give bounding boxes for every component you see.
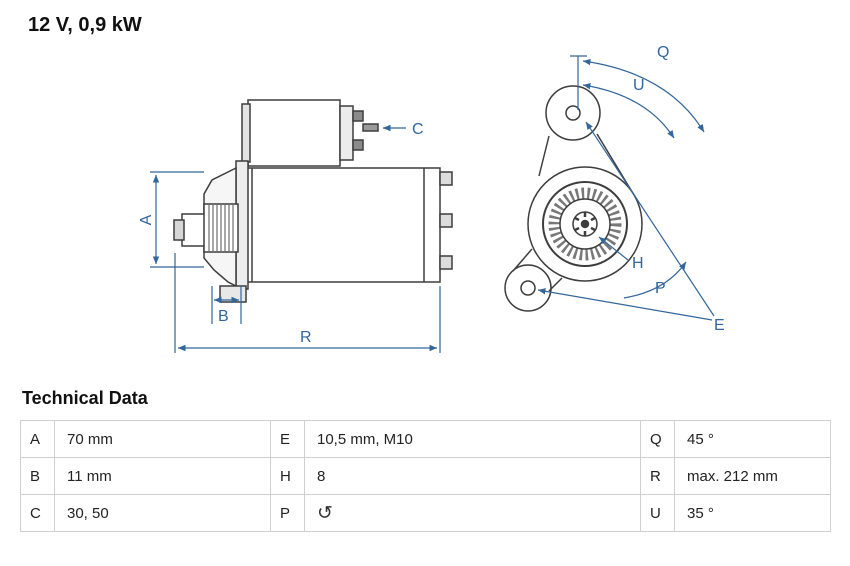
motor-body [239,167,441,283]
label-B: B [218,308,229,325]
label-C: C [412,121,424,138]
param-key-C: C [20,494,55,532]
param-value-C: 30, 50 [54,494,271,532]
bottom-mounting-hole [520,280,536,296]
param-key-R: R [640,457,675,495]
dimension-labels: A B C R Q U H P E [138,44,725,346]
side-view-drawing [173,99,453,303]
label-R: R [300,329,312,346]
front-view-drawing [504,85,643,312]
param-value-B: 11 mm [54,457,271,495]
param-value-A: 70 mm [54,420,271,458]
technical-drawing: A B C R Q U H P E [138,44,725,353]
page-title: 12 V, 0,9 kW [28,14,142,36]
center-hole [580,219,590,229]
param-key-B: B [20,457,55,495]
rear-tab-middle [439,213,453,228]
param-key-H: H [270,457,305,495]
technical-data-table: A 70 mm E 10,5 mm, M10 Q 45 ° B 11 mm H … [20,420,831,532]
param-value-P: ↺ [304,494,641,532]
terminal-stud-bottom [352,139,364,151]
table-row: C 30, 50 P ↺ U 35 ° [20,494,831,532]
hatched-ring [548,187,622,261]
label-Q: Q [657,44,669,61]
terminal-stud-top [352,110,364,122]
plate-edge-lower-right [548,277,563,292]
label-H: H [632,255,644,272]
pinion-gear [203,203,239,253]
rear-tab-top [439,171,453,186]
leader-E-bottom [537,288,713,321]
bore-splines [574,212,596,236]
table-row: A 70 mm E 10,5 mm, M10 Q 45 ° [20,420,831,458]
param-value-R: max. 212 mm [674,457,831,495]
terminal-pin [362,123,379,132]
param-key-E: E [270,420,305,458]
label-U: U [633,77,645,94]
table-row: B 11 mm H 8 R max. 212 mm [20,457,831,495]
param-key-U: U [640,494,675,532]
label-P: P [655,280,666,297]
leader-H [598,236,629,261]
dim-arc-Q [582,58,705,133]
dimension-lines [150,55,715,353]
param-value-E: 10,5 mm, M10 [304,420,641,458]
plate-edge-lower-left [512,248,533,272]
drive-shaft [181,213,207,247]
solenoid-front-cap [339,105,354,161]
param-value-Q: 45 ° [674,420,831,458]
solenoid-body [247,99,341,167]
param-key-Q: Q [640,420,675,458]
dim-arc-U [582,83,675,139]
rotation-direction-icon: ↺ [317,502,333,524]
label-A: A [138,214,155,225]
param-key-P: P [270,494,305,532]
table-title: Technical Data [22,388,148,408]
plate-edge-left [538,135,550,177]
rear-tab-bottom [439,255,453,270]
top-mounting-hole [565,105,581,121]
solenoid-end-cap [241,103,251,163]
param-key-A: A [20,420,55,458]
label-E: E [714,317,725,334]
param-value-H: 8 [304,457,641,495]
dim-arc-P [623,261,687,299]
leader-E-top [585,121,715,317]
param-value-U: 35 ° [674,494,831,532]
shaft-tip [173,219,185,241]
